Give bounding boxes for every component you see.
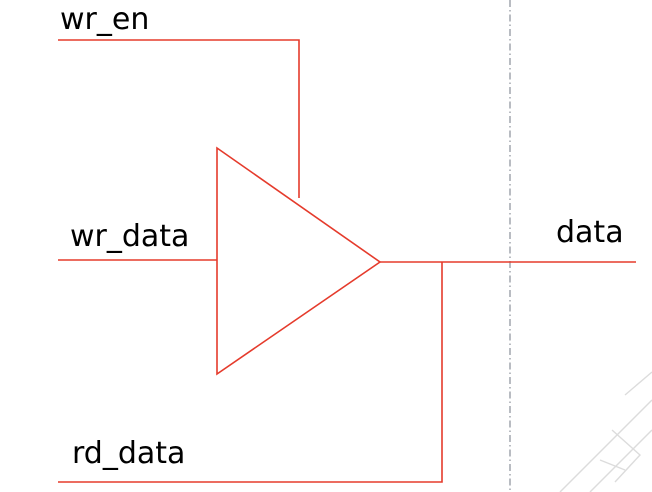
watermark-stroke xyxy=(624,371,652,396)
buffer-triangle xyxy=(216,146,382,376)
watermark-stroke xyxy=(559,399,652,492)
watermark-stroke xyxy=(599,459,626,471)
watermark-stroke xyxy=(589,429,652,492)
wr-en-label: wr_en xyxy=(60,2,149,37)
watermark-stroke xyxy=(611,429,641,483)
rd-data-wire xyxy=(58,262,443,483)
wr-data-label: wr_data xyxy=(70,219,189,254)
data-label: data xyxy=(556,215,624,250)
wr-en-wire xyxy=(58,39,300,198)
rd-data-label: rd_data xyxy=(72,436,185,471)
watermark-pattern xyxy=(559,371,652,492)
